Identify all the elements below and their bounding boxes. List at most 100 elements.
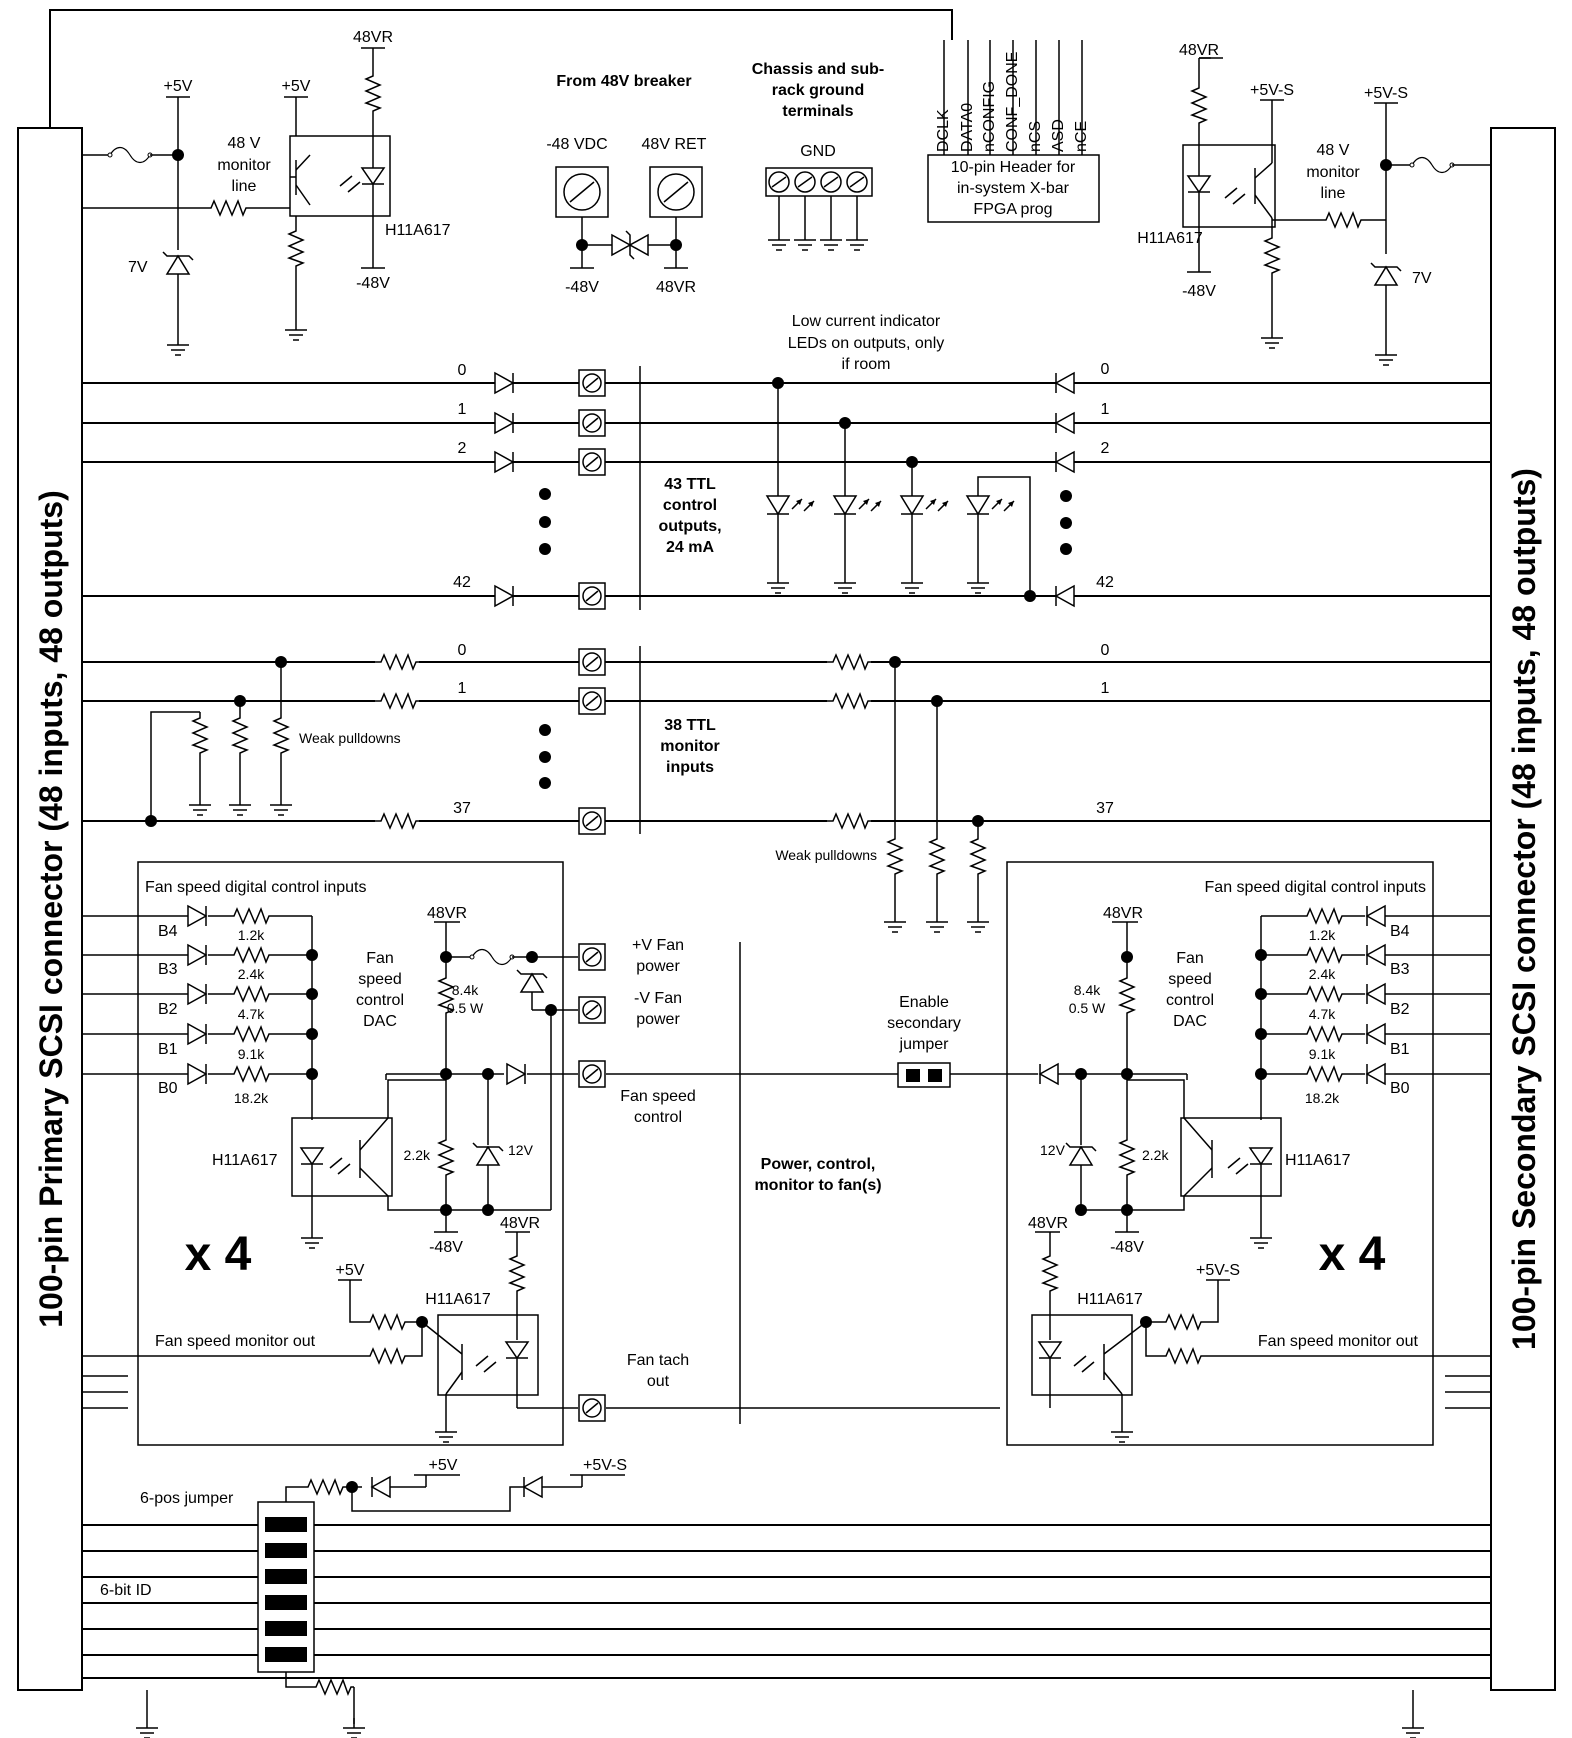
- svg-text:18.2k: 18.2k: [1305, 1090, 1340, 1106]
- svg-text:CONF_DONE: CONF_DONE: [1004, 52, 1021, 152]
- svg-text:2.2k: 2.2k: [1142, 1147, 1169, 1163]
- svg-text:DCLK: DCLK: [935, 109, 952, 152]
- fpga-header: DCLK DATA0 nCONFIG CONF_DONE nCS ASD nCE…: [927, 40, 1100, 223]
- breaker-section: From 48V breaker -48 VDC 48V RET -48V 48…: [546, 73, 706, 296]
- pulldowns-label-left: Weak pulldowns: [299, 730, 401, 746]
- secondary-connector: [1490, 127, 1556, 1691]
- primary-connector-label: 100-pin Primary SCSI connector (48 input…: [33, 490, 69, 1328]
- svg-text:speed: speed: [358, 971, 402, 988]
- ttl-outputs: Low current indicator LEDs on outputs, o…: [82, 313, 1491, 610]
- id-jumper-section: 6-pos jumper 6-bit ID +5V +5V-S: [82, 1457, 1491, 1738]
- primary-48v-monitor: +5V 7V 48 V monitor line +5V 48VR -48: [82, 29, 451, 356]
- svg-text:-48 VDC: -48 VDC: [546, 136, 607, 153]
- svg-text:+5V: +5V: [336, 1262, 365, 1279]
- p5v-label: +5V: [164, 78, 193, 95]
- breaker-title: From 48V breaker: [556, 73, 691, 90]
- svg-text:+5V-S: +5V-S: [1364, 85, 1408, 102]
- svg-text:-48V: -48V: [356, 275, 390, 292]
- svg-text:-V Fan: -V Fan: [634, 990, 682, 1007]
- svg-text:Fan: Fan: [1176, 950, 1204, 967]
- svg-text:+5V: +5V: [282, 78, 311, 95]
- svg-text:2.2k: 2.2k: [404, 1147, 431, 1163]
- svg-text:if room: if room: [842, 356, 891, 373]
- svg-text:control: control: [663, 497, 717, 514]
- svg-text:rack ground: rack ground: [772, 82, 864, 99]
- svg-text:0: 0: [1101, 642, 1110, 659]
- svg-text:B3: B3: [158, 961, 178, 978]
- svg-text:control: control: [634, 1109, 682, 1126]
- svg-text:outputs,: outputs,: [658, 518, 721, 535]
- svg-text:DAC: DAC: [363, 1013, 397, 1030]
- svg-text:2: 2: [1101, 440, 1110, 457]
- svg-text:37: 37: [1096, 800, 1114, 817]
- svg-text:out: out: [647, 1373, 670, 1390]
- svg-text:+5V: +5V: [429, 1457, 458, 1474]
- svg-text:1: 1: [458, 401, 467, 418]
- svg-text:B0: B0: [158, 1080, 178, 1097]
- svg-text:jumper: jumper: [899, 1036, 950, 1053]
- multiplier-left: x 4: [185, 1228, 252, 1281]
- svg-text:48VR: 48VR: [427, 905, 467, 922]
- multiplier-right: x 4: [1319, 1228, 1386, 1281]
- svg-text:48VR: 48VR: [500, 1215, 540, 1232]
- fan-module-secondary: Fan speed digital control inputs B4 B3 B…: [1006, 861, 1491, 1446]
- svg-text:10-pin Header for: 10-pin Header for: [951, 159, 1076, 176]
- svg-text:control: control: [1166, 992, 1214, 1009]
- ttl-inputs: 0 1 37 0 1 37 38 TTL monitor inputs Weak…: [82, 642, 1491, 933]
- svg-text:9.1k: 9.1k: [238, 1046, 265, 1062]
- svg-text:2.4k: 2.4k: [1309, 966, 1336, 982]
- svg-text:-48V: -48V: [429, 1239, 463, 1256]
- svg-text:LEDs on outputs, only: LEDs on outputs, only: [788, 335, 945, 352]
- svg-text:control: control: [356, 992, 404, 1009]
- svg-text:H11A617: H11A617: [1077, 1291, 1143, 1308]
- svg-text:1.2k: 1.2k: [238, 927, 265, 943]
- svg-text:+V Fan: +V Fan: [632, 937, 684, 954]
- fan-module-primary: Fan speed digital control inputs B4 B3 B…: [82, 861, 696, 1446]
- svg-text:Chassis and sub-: Chassis and sub-: [752, 61, 884, 78]
- svg-text:0.5 W: 0.5 W: [447, 1000, 484, 1016]
- svg-text:48VR: 48VR: [1103, 905, 1143, 922]
- svg-text:+5V-S: +5V-S: [1196, 1262, 1240, 1279]
- svg-text:1: 1: [458, 680, 467, 697]
- opto-h11a617-tl: [289, 135, 391, 217]
- svg-text:B4: B4: [158, 923, 178, 940]
- svg-text:DATA0: DATA0: [959, 103, 976, 152]
- svg-text:B0: B0: [1390, 1080, 1410, 1097]
- svg-text:Fan: Fan: [366, 950, 394, 967]
- zener-7v-label: 7V: [128, 259, 148, 276]
- svg-text:7V: 7V: [1412, 270, 1432, 287]
- svg-text:monitor to fan(s): monitor to fan(s): [754, 1177, 881, 1194]
- svg-text:0: 0: [458, 362, 467, 379]
- pulldowns-label-right: Weak pulldowns: [775, 847, 877, 863]
- svg-text:0: 0: [458, 642, 467, 659]
- six-pos-jumper-label: 6-pos jumper: [140, 1490, 234, 1507]
- svg-text:inputs: inputs: [666, 759, 714, 776]
- middle-section: Enable secondary jumper Power, control, …: [606, 942, 1038, 1424]
- secondary-connector-label: 100-pin Secondary SCSI connector (48 inp…: [1506, 468, 1542, 1350]
- svg-text:-48V: -48V: [565, 279, 599, 296]
- svg-text:H11A617: H11A617: [1137, 230, 1203, 247]
- svg-text:B2: B2: [1390, 1001, 1410, 1018]
- svg-text:H11A617: H11A617: [212, 1152, 278, 1169]
- enable-secondary-jumper[interactable]: [897, 1062, 951, 1088]
- svg-text:monitor: monitor: [660, 738, 720, 755]
- svg-text:B2: B2: [158, 1001, 178, 1018]
- svg-text:1: 1: [1101, 401, 1110, 418]
- svg-text:9.1k: 9.1k: [1309, 1046, 1336, 1062]
- fan-inputs-title-right: Fan speed digital control inputs: [1205, 879, 1426, 896]
- svg-text:B1: B1: [158, 1041, 178, 1058]
- svg-text:Enable: Enable: [899, 994, 949, 1011]
- svg-text:H11A617: H11A617: [425, 1291, 491, 1308]
- svg-text:nCS: nCS: [1027, 121, 1044, 152]
- svg-text:FPGA prog: FPGA prog: [973, 201, 1052, 218]
- svg-text:speed: speed: [1168, 971, 1212, 988]
- svg-text:1: 1: [1101, 680, 1110, 697]
- svg-text:terminals: terminals: [782, 103, 853, 120]
- svg-text:48VR: 48VR: [1179, 42, 1219, 59]
- svg-text:4.7k: 4.7k: [238, 1006, 265, 1022]
- svg-text:48 V: 48 V: [1317, 142, 1350, 159]
- svg-text:+5V-S: +5V-S: [1250, 82, 1294, 99]
- svg-text:monitor: monitor: [1306, 164, 1360, 181]
- svg-text:monitor: monitor: [217, 157, 271, 174]
